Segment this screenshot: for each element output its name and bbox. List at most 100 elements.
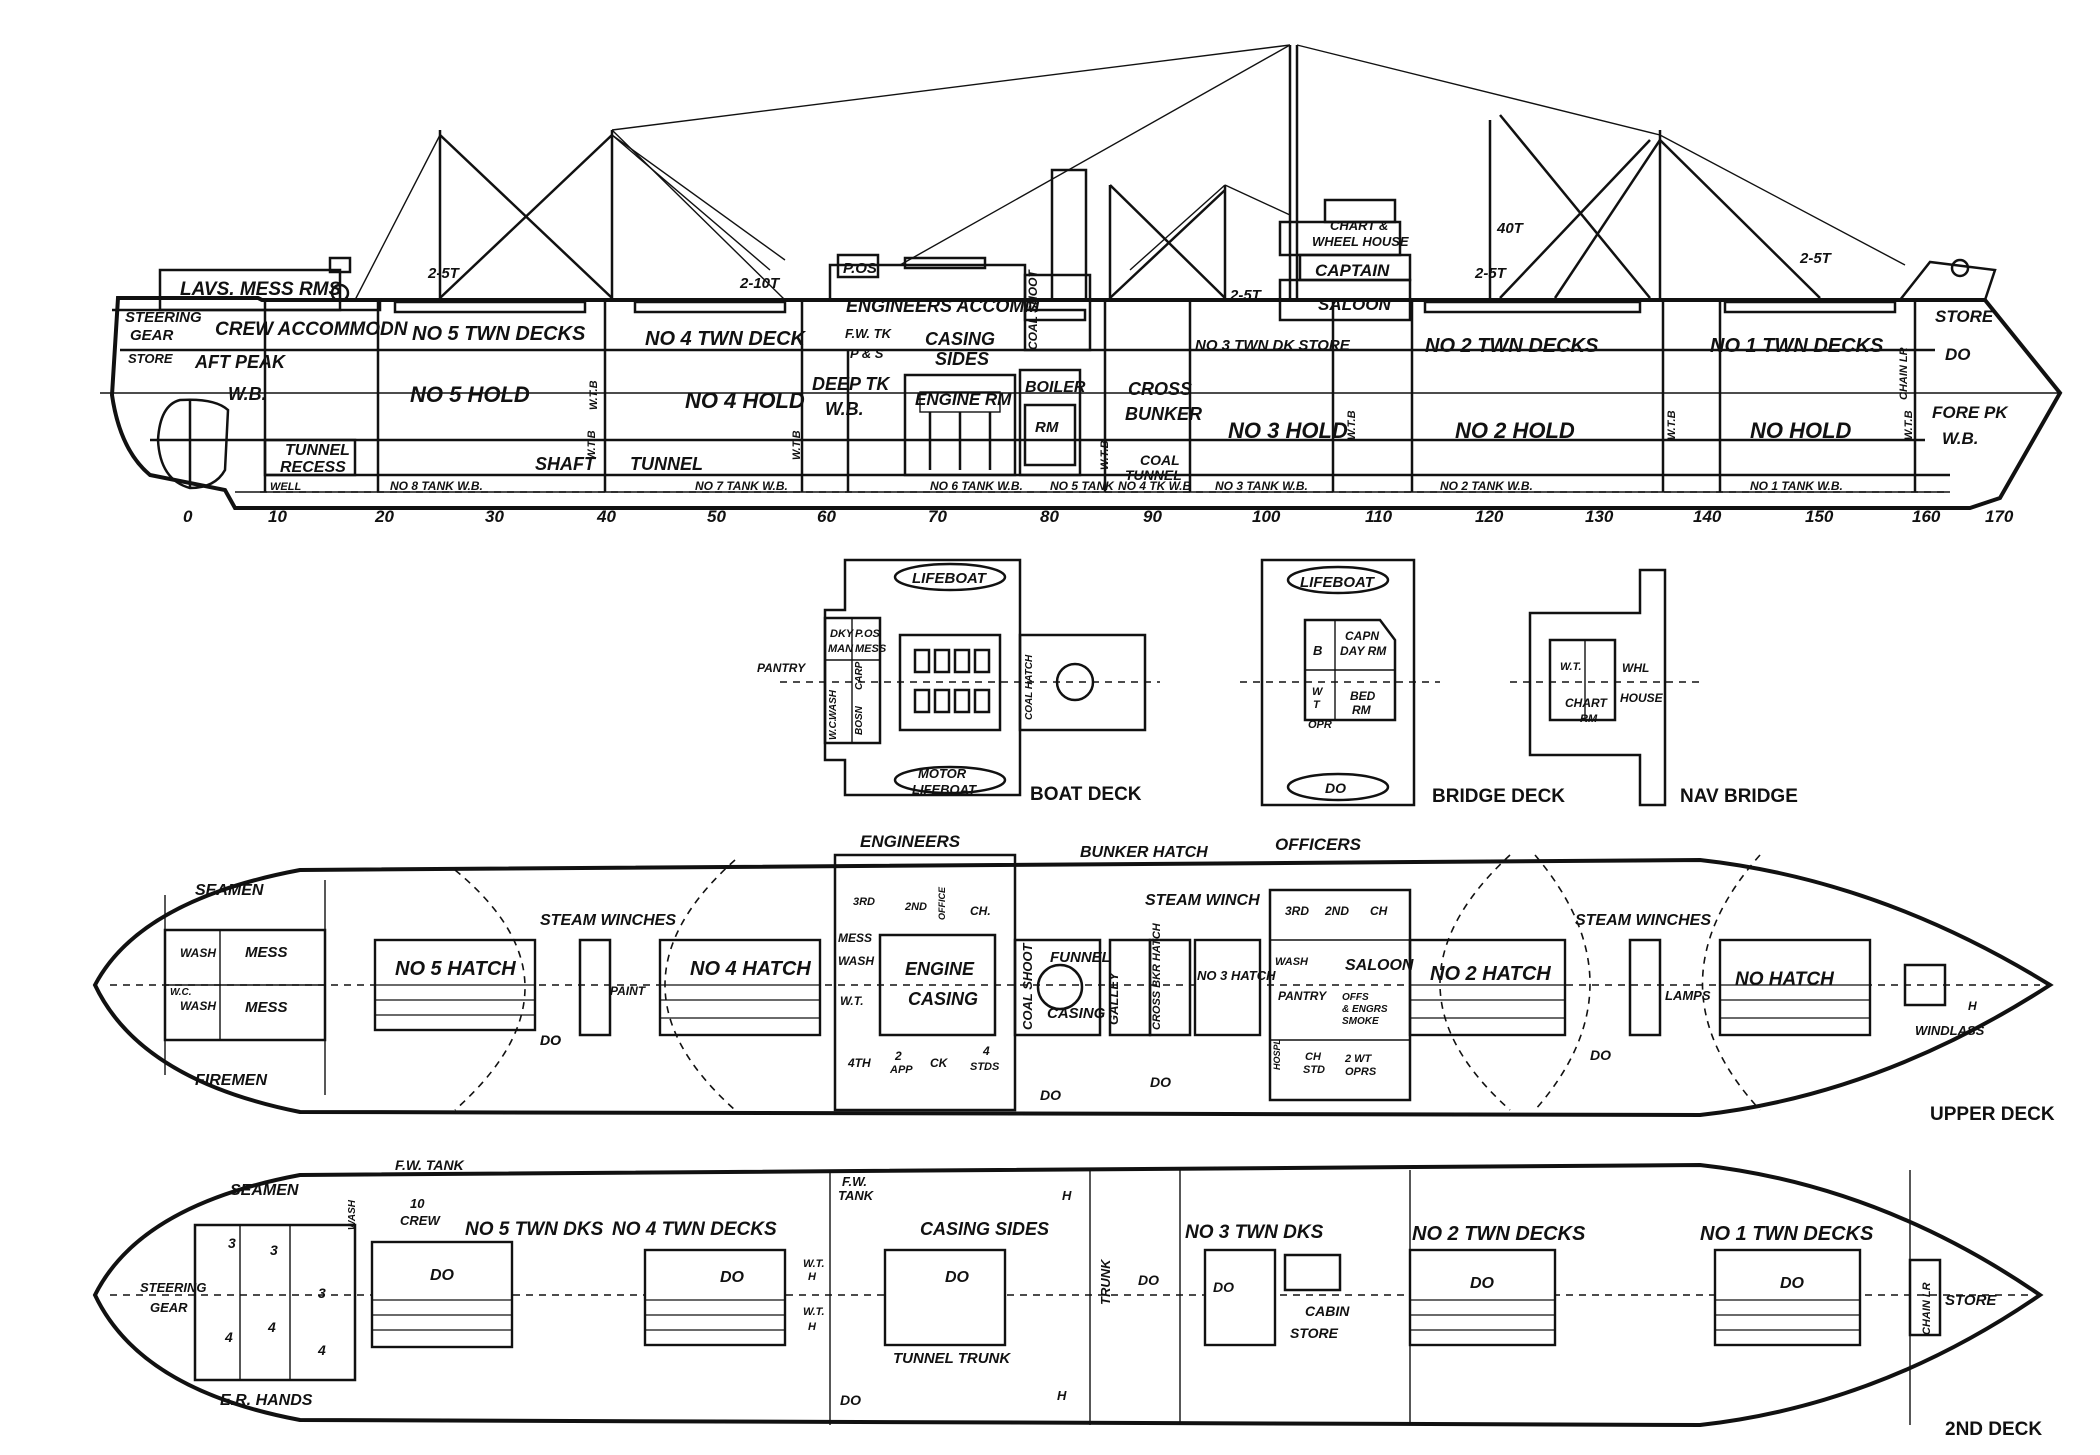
hatch-no4 bbox=[658, 938, 822, 1037]
label-2nd-do-3: DO bbox=[945, 1269, 970, 1286]
label-upper-no4-hatch: NO 4 HATCH bbox=[690, 958, 811, 980]
label-boat-wash: WASH bbox=[828, 689, 839, 720]
second-deck-plan: SEAMEN F.W. TANK 10 CREW WASH 3 3 3 4 4 … bbox=[92, 1157, 2044, 1440]
label-upper-wc: W.C. bbox=[170, 987, 191, 998]
frame-label: 130 bbox=[1585, 507, 1614, 526]
label-upper-firemen: FIREMEN bbox=[195, 1072, 267, 1089]
profile-hull-outline bbox=[109, 296, 2063, 510]
label-coal-tunnel-1: COAL bbox=[1140, 452, 1180, 468]
frame-label: 80 bbox=[1040, 507, 1059, 526]
label-store-fwd: STORE bbox=[1935, 307, 1994, 326]
masts-and-derricks bbox=[438, 45, 1821, 300]
label-coal-tunnel-2: TUNNEL bbox=[1125, 467, 1182, 483]
label-boat-pantry: PANTRY bbox=[757, 661, 806, 675]
label-tunnel-recess-1: TUNNEL bbox=[285, 442, 350, 459]
label-bridge-opr: OPR bbox=[1308, 719, 1332, 731]
label-2nd-4a: 4 bbox=[224, 1329, 233, 1345]
frame-label: 60 bbox=[817, 507, 836, 526]
label-2nd-4c: 4 bbox=[317, 1342, 326, 1358]
nav-bridge-plan: W.T. WHL HOUSE CHART RM NAV BRIDGE bbox=[1510, 568, 1798, 807]
label-no5-hold: NO 5 HOLD bbox=[410, 382, 530, 407]
upper-deck-title: UPPER DECK bbox=[1930, 1104, 2055, 1125]
label-no8-tank: NO 8 TANK W.B. bbox=[390, 479, 483, 493]
frame-label: 40 bbox=[596, 507, 616, 526]
label-2nd-h-3: H bbox=[1062, 1188, 1072, 1203]
label-2nd-4b: 4 bbox=[267, 1319, 276, 1335]
frame-label: 140 bbox=[1693, 507, 1722, 526]
label-no1-tank: NO 1 TANK W.B. bbox=[1750, 479, 1843, 493]
frame-label: 0 bbox=[183, 507, 193, 526]
label-shaft: SHAFT bbox=[535, 454, 597, 474]
frame-label: 120 bbox=[1475, 507, 1504, 526]
label-wtb-4: W.T.B bbox=[1099, 440, 1111, 470]
frame-label: 100 bbox=[1252, 507, 1281, 526]
hatch-no2 bbox=[1408, 938, 1567, 1037]
label-upper-mess-2: MESS bbox=[245, 999, 288, 1016]
second-deck-title: 2ND DECK bbox=[1945, 1419, 2042, 1440]
second-deck-hull-outline bbox=[92, 1162, 2044, 1428]
label-2nd-h-2: H bbox=[808, 1321, 817, 1333]
label-crew-accommod: CREW ACCOMMODN bbox=[215, 319, 409, 340]
label-upper-wash-off: WASH bbox=[1275, 956, 1309, 968]
label-2nd-cabin: CABIN bbox=[1305, 1303, 1350, 1319]
label-upper-windlass: WINDLASS bbox=[1915, 1023, 1985, 1038]
rigging-stays bbox=[354, 44, 1906, 301]
label-2nd-do-7: DO bbox=[1470, 1275, 1495, 1292]
label-no2-tank: NO 2 TANK W.B. bbox=[1440, 479, 1533, 493]
label-upper-do-3: DO bbox=[1040, 1087, 1061, 1103]
label-boat-wc: W.C. bbox=[828, 719, 839, 740]
label-2nd-h-1: H bbox=[808, 1271, 817, 1283]
label-captain: CAPTAIN bbox=[1315, 261, 1390, 280]
label-boat-lifeboat-2: LIFEBOAT bbox=[912, 782, 977, 797]
label-derrick-25t-3: 2-5T bbox=[1474, 265, 1508, 282]
label-fw-tk: F.W. TK bbox=[845, 326, 893, 341]
label-tunnel-recess-2: RECESS bbox=[280, 459, 346, 476]
label-chart-wheelhouse-1: CHART & bbox=[1330, 218, 1388, 233]
upper-deck-hatches bbox=[373, 938, 1872, 1037]
label-cross-bunker-1: CROSS bbox=[1128, 379, 1192, 399]
label-fore-pk: FORE PK bbox=[1932, 403, 2009, 422]
label-engine-rm: ENGINE RM bbox=[915, 390, 1012, 409]
label-upper-no2-hatch: NO 2 HATCH bbox=[1430, 963, 1551, 985]
label-2nd-store: STORE bbox=[1290, 1325, 1339, 1341]
label-no1-twn-decks: NO 1 TWN DECKS bbox=[1710, 335, 1884, 357]
label-bridge-w: W bbox=[1312, 686, 1324, 698]
label-upper-ch-off: CH bbox=[1370, 904, 1388, 918]
label-upper-hospl: HOSPL bbox=[1272, 1039, 1282, 1070]
frame-label: 160 bbox=[1912, 507, 1941, 526]
label-bridge-do: DO bbox=[1325, 780, 1346, 796]
label-2nd-fw: F.W. bbox=[842, 1174, 867, 1189]
hatch-no1 bbox=[1718, 938, 1872, 1037]
label-2nd-steering: STEERING bbox=[140, 1280, 206, 1295]
label-2nd-3a: 3 bbox=[228, 1235, 236, 1251]
boat-deck-plan: LIFEBOAT MOTOR LIFEBOAT PANTRY DKY MAN P… bbox=[757, 558, 1160, 805]
label-upper-mess-1: MESS bbox=[245, 944, 288, 961]
label-no1-hold: NO HOLD bbox=[1750, 418, 1852, 443]
label-upper-no5-hatch: NO 5 HATCH bbox=[395, 958, 516, 980]
label-chart-wheelhouse-2: WHEEL HOUSE bbox=[1312, 234, 1409, 249]
label-upper-no3-hatch: NO 3 HATCH bbox=[1197, 968, 1276, 983]
frame-label: 70 bbox=[928, 507, 947, 526]
label-upper-ck: CK bbox=[930, 1056, 949, 1070]
label-derrick-25t-1: 2-5T bbox=[427, 265, 461, 282]
label-upper-app: APP bbox=[889, 1064, 913, 1076]
label-2nd-wash: WASH bbox=[347, 1199, 358, 1230]
label-upper-saloon: SALOON bbox=[1345, 957, 1414, 974]
label-upper-galley: GALLEY bbox=[1106, 971, 1121, 1025]
label-upper-seamen: SEAMEN bbox=[195, 882, 264, 899]
label-upper-office: OFFICE bbox=[937, 886, 947, 920]
frame-label: 20 bbox=[374, 507, 394, 526]
label-deep-tk-2: W.B. bbox=[825, 399, 864, 419]
label-cross-bunker-2: BUNKER bbox=[1125, 404, 1202, 424]
label-2nd-no2-twn-decks: NO 2 TWN DECKS bbox=[1412, 1223, 1586, 1245]
label-upper-ch-std-1: CH bbox=[1305, 1051, 1322, 1063]
label-2nd-do-4: DO bbox=[840, 1392, 861, 1408]
label-upper-ch: CH. bbox=[970, 904, 991, 918]
label-boiler: BOILER bbox=[1025, 379, 1086, 396]
label-wtb-5: W.T.B bbox=[1666, 410, 1678, 440]
label-wtb-2: W.T.B bbox=[791, 430, 803, 460]
label-tunnel: TUNNEL bbox=[630, 454, 703, 474]
label-bridge-day-rm: DAY RM bbox=[1340, 644, 1387, 658]
label-nav-wt: W.T. bbox=[1560, 661, 1582, 673]
